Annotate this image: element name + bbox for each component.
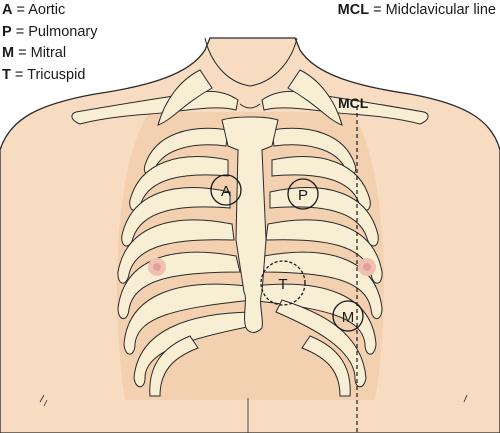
aortic-area: A: [210, 174, 242, 206]
legend-mcl: MCL = Midclavicular line: [337, 2, 496, 18]
aortic-label: A: [221, 183, 231, 200]
legend-aortic: A = Aortic: [2, 2, 66, 18]
left-nipple-center: [153, 263, 161, 271]
legend-mitral: M = Mitral: [2, 45, 67, 61]
mitral-label: M: [342, 309, 355, 326]
tricuspid-area: T: [260, 260, 306, 306]
axilla-crease-left: [39, 394, 48, 407]
legend-left: A = Aortic P = Pulmonary M = Mitral T = …: [2, 0, 98, 86]
left-clavicle: [71, 90, 239, 125]
tricuspid-label: T: [278, 276, 287, 293]
mcl-label: MCL: [338, 95, 369, 111]
legend-tricuspid: T = Tricuspid: [2, 66, 86, 83]
rib-1-right: [287, 69, 343, 126]
mitral-area: M: [332, 300, 364, 332]
legend-pulmonary: P = Pulmonary: [2, 23, 98, 40]
right-nipple-center: [363, 263, 371, 271]
right-ribs: [247, 127, 383, 397]
jugular-notch: [239, 103, 261, 109]
pulmonary-label: P: [298, 187, 308, 204]
sternum: [221, 116, 279, 333]
axilla-crease-right: [463, 394, 468, 403]
right-clavicle: [261, 90, 429, 125]
rib-1-left: [157, 69, 213, 126]
neck: [204, 37, 298, 87]
legend-right: MCL = Midclavicular line: [338, 0, 496, 22]
pulmonary-area: P: [287, 178, 319, 210]
